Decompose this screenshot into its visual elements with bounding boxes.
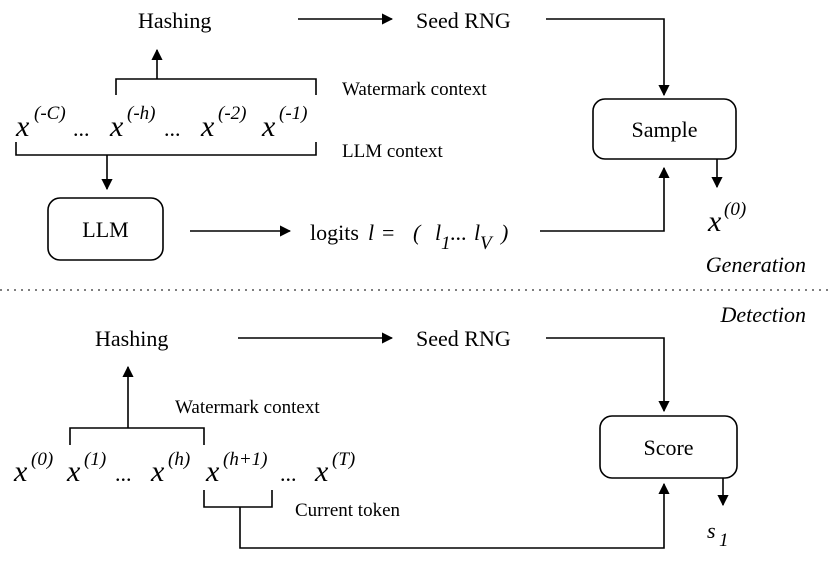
logits-lv: l [474,220,480,245]
det-seed-to-score-arrow [546,337,670,413]
logits-var: l [368,220,374,245]
det-token-base: x [13,455,28,488]
gen-token-2: x (-2) [200,103,246,143]
det-output-base: s [707,518,716,543]
gen-hashing-label: Hashing [138,8,211,33]
det-token-0: x (0) [13,449,53,488]
logits-sub-v: V [480,233,494,254]
score-box: Score [599,415,738,479]
det-token-4: x (T) [314,449,355,488]
llm-label: LLM [82,217,128,242]
gen-token-base: x [261,110,276,143]
det-output-score: s 1 [707,518,729,551]
logits-sub-1: 1 [441,233,451,254]
det-seed-rng-label: Seed RNG [416,326,511,351]
det-token-base: x [150,455,165,488]
det-token-3: x (h+1) ... [205,449,297,488]
det-hashing-label: Hashing [95,326,168,351]
det-token-superscript: (0) [31,449,53,470]
gen-token-superscript: (-2) [218,103,246,124]
gen-token-base: x [200,110,215,143]
det-watermark-context-label: Watermark context [175,397,320,418]
detection-section: Detection Hashing Seed RNG Watermark con… [13,302,806,551]
logits-l1: l [435,220,441,245]
det-token-1: x (1) ... [66,449,132,488]
gen-token-3: x (-1) [261,103,307,143]
det-token-base: x [314,455,329,488]
logits-expression: logits l = ( l 1 ... l V ) [310,220,508,254]
generation-section-label: Generation [706,252,806,277]
gen-token-ellipsis: ... [164,116,181,141]
det-token-to-score-arrow [239,482,670,549]
gen-token-superscript: (-h) [127,103,155,124]
generation-section: Hashing Seed RNG Watermark context x (-C… [15,8,806,277]
gen-token-superscript: (-1) [279,103,307,124]
det-token-base: x [66,455,81,488]
det-token-ellipsis: ... [280,461,297,486]
score-label: Score [643,435,693,460]
gen-token-ellipsis: ... [73,116,90,141]
logits-close-paren: ) [499,220,508,245]
gen-output-token: x (0) [707,199,746,238]
det-token-superscript: (T) [332,449,355,470]
det-token-base: x [205,455,220,488]
logits-equals: = [382,220,394,245]
gen-token-base: x [15,110,30,143]
gen-token-1: x (-h) ... [109,103,181,143]
det-token-2: x (h) [150,449,190,488]
gen-watermark-bracket [115,78,317,95]
det-current-token-bracket [203,490,273,508]
logits-open-paren: ( [413,220,422,245]
det-output-subscript: 1 [719,530,729,551]
logits-dots: ... [450,220,467,245]
gen-llm-context-bracket [15,142,317,156]
det-current-token-label: Current token [295,500,401,521]
gen-seed-rng-label: Seed RNG [416,8,511,33]
detection-section-label: Detection [719,302,806,327]
gen-token-base: x [109,110,124,143]
det-token-superscript: (1) [84,449,106,470]
gen-llm-context-label: LLM context [342,141,444,162]
sample-box: Sample [592,98,737,160]
det-watermark-bracket [69,427,205,445]
gen-token-0: x (-C) ... [15,103,90,143]
gen-watermark-context-label: Watermark context [342,79,487,100]
gen-token-superscript: (-C) [34,103,66,124]
gen-output-superscript: (0) [724,199,746,220]
gen-output-base: x [707,205,722,238]
det-token-superscript: (h) [168,449,190,470]
det-token-superscript: (h+1) [223,449,267,470]
sample-label: Sample [632,117,698,142]
gen-seed-to-sample-arrow [546,18,670,97]
logits-word: logits [310,220,359,245]
det-token-ellipsis: ... [115,461,132,486]
llm-box: LLM [47,197,164,261]
logits-to-sample-arrow [540,166,670,232]
